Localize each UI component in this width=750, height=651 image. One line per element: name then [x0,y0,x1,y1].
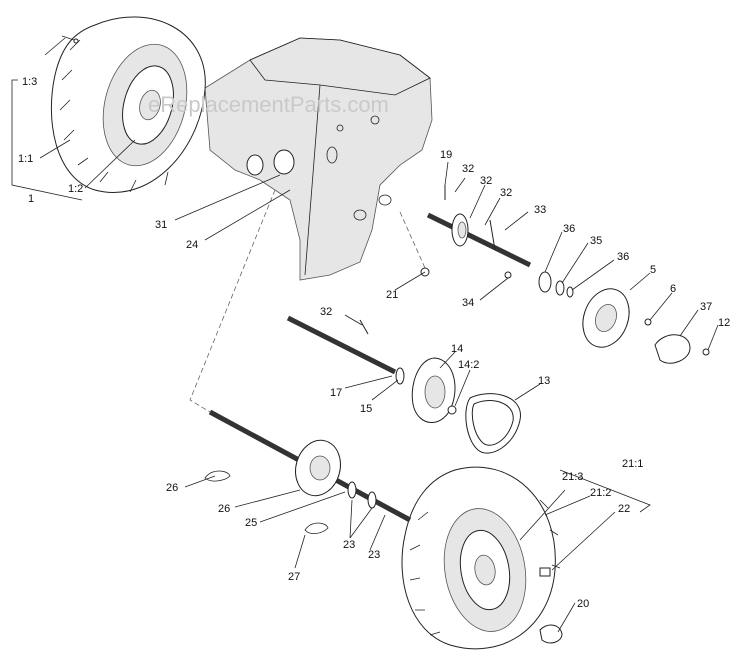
auger-housing [204,37,433,281]
callout-label: 14 [451,343,463,355]
callout-label: 32 [500,187,512,199]
callout-label: 21 [386,289,398,301]
callout-label: 21:3 [562,471,583,483]
callout-label: 25 [245,517,257,529]
callout-label: 13 [538,375,550,387]
callout-label: 5 [650,264,656,276]
callout-label: 17 [330,387,342,399]
leader-lines [39,37,719,633]
callout-label: 22 [618,503,630,515]
callout-labels: 1:3 1:1 1:2 1 31 24 21 19 32 32 32 33 34… [18,76,730,610]
callout-label: 21:2 [590,487,611,499]
axle-assembly [204,409,412,534]
callout-label: 19 [440,149,452,161]
callout-label: 1 [28,193,34,205]
callout-label: 14:2 [458,359,479,371]
callout-label: 1:3 [22,76,37,88]
callout-label: 36 [617,251,629,263]
callout-label: 23 [343,539,355,551]
callout-label: 36 [563,223,575,235]
watermark-text: eReplacementParts.com [148,92,389,117]
intermediate-shaft-assembly [286,315,521,454]
callout-label: 35 [590,235,602,247]
callout-label: 33 [534,204,546,216]
callout-label: 20 [577,598,589,610]
callout-label: 6 [670,283,676,295]
brackets [11,79,651,513]
callout-label: 31 [155,219,167,231]
callout-label: 27 [288,571,300,583]
connection-lines [189,189,426,413]
callout-label: 34 [462,297,474,309]
callout-label: 32 [462,163,474,175]
wheel-assembly-bottom-right [401,466,563,650]
callout-label: 24 [186,239,198,251]
callout-label: 21:1 [622,458,643,470]
callout-label: 1:1 [18,153,33,165]
callout-label: 32 [320,306,332,318]
callout-label: 32 [480,175,492,187]
callout-label: 37 [700,301,712,313]
callout-label: 15 [360,403,372,415]
drive-shaft-upper-assembly [420,185,710,364]
callout-label: 23 [368,549,380,561]
wheel-assembly-top-left [50,16,206,193]
callout-label: 26 [218,503,230,515]
callout-label: 12 [718,317,730,329]
callout-label: 26 [166,482,178,494]
callout-label: 1:2 [68,183,83,195]
